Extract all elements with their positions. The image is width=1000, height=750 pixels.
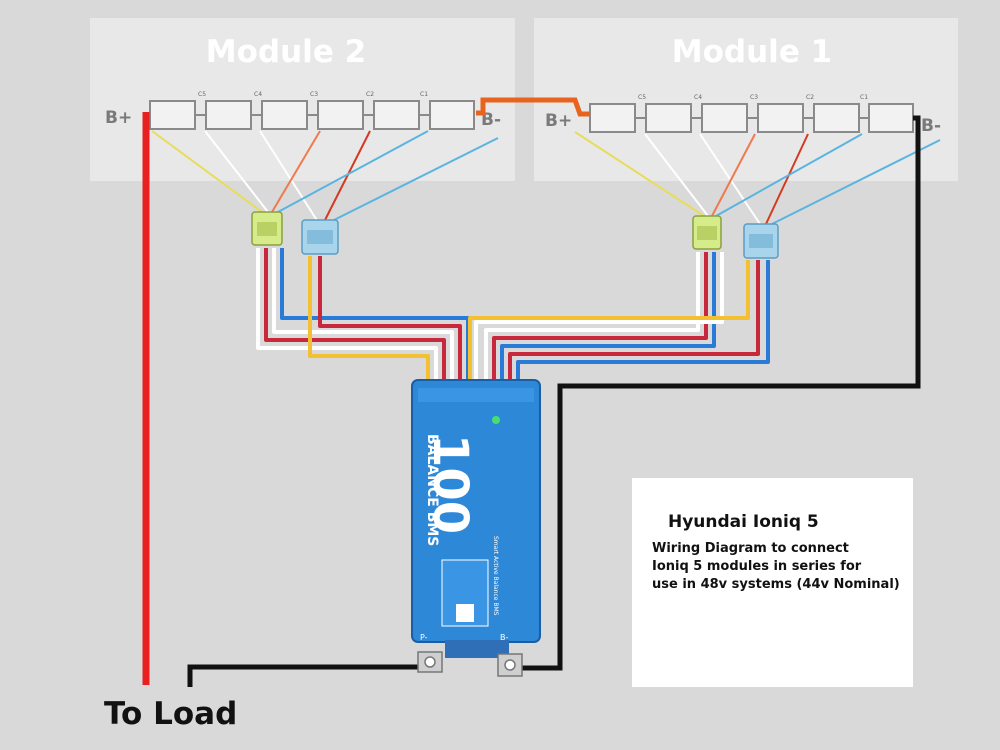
note-line: Ioniq 5 modules in series for — [652, 559, 862, 574]
bms-logo-number: 100 — [422, 434, 478, 534]
module-2-title: Module 2 — [206, 34, 366, 70]
svg-text:C5: C5 — [638, 94, 646, 101]
svg-text:C3: C3 — [750, 94, 758, 101]
module-1-panel — [534, 18, 958, 181]
series-link-wire — [476, 97, 590, 117]
svg-text:C2: C2 — [366, 91, 374, 98]
bms-subtitle: Smart Active Balance BMS — [492, 536, 499, 616]
module-2-connector-a — [251, 211, 283, 246]
svg-text:C1: C1 — [860, 94, 868, 101]
svg-text:C5: C5 — [198, 91, 206, 98]
svg-text:C4: C4 — [254, 91, 262, 98]
status-led — [492, 416, 500, 424]
negative-load-wire — [187, 664, 430, 687]
module-1-b-minus-label: B- — [921, 116, 941, 136]
note-line: use in 48v systems (44v Nominal) — [652, 577, 900, 592]
bms-unit: 100 BALANCE BMS Smart Active Balance BMS… — [411, 379, 541, 658]
note-body: Wiring Diagram to connect Ioniq 5 module… — [652, 540, 900, 594]
note-title: Hyundai Ioniq 5 — [668, 512, 819, 532]
module-2-balance-leads — [151, 130, 499, 223]
svg-text:C4: C4 — [694, 94, 702, 101]
module-1-connector-b — [743, 223, 779, 259]
description-note: Hyundai Ioniq 5 Wiring Diagram to connec… — [632, 478, 913, 687]
svg-text:C2: C2 — [806, 94, 814, 101]
left-harness-wires — [256, 248, 470, 388]
module-1-connector-a — [692, 215, 722, 250]
module-1-tap-labels: C5 C4 C3 C2 C1 — [638, 94, 868, 101]
module-2-panel — [90, 18, 515, 181]
bms-b-terminal-label: B- — [500, 633, 508, 642]
svg-text:C1: C1 — [420, 91, 428, 98]
module-2-cells — [149, 100, 475, 130]
module-2-tap-labels: C5 C4 C3 C2 C1 — [198, 91, 428, 98]
module-1-b-plus-label: B+ — [545, 111, 572, 131]
module-1-title: Module 1 — [672, 34, 832, 70]
right-harness-wires — [468, 252, 770, 388]
svg-text:C3: C3 — [310, 91, 318, 98]
module-1-negative-to-bms-wire — [512, 115, 921, 671]
to-load-label: To Load — [104, 696, 238, 732]
bms-b-terminal — [497, 653, 523, 677]
bms-brand: BALANCE BMS — [424, 434, 440, 546]
module-2-connector-b — [301, 219, 339, 255]
module-2-b-minus-label: B- — [481, 110, 501, 130]
module-2-b-plus-label: B+ — [105, 108, 132, 128]
module-1-balance-leads — [574, 131, 941, 225]
note-line: Wiring Diagram to connect — [652, 541, 849, 556]
bms-p-terminal — [417, 651, 443, 673]
bms-p-terminal-label: P- — [420, 633, 428, 642]
